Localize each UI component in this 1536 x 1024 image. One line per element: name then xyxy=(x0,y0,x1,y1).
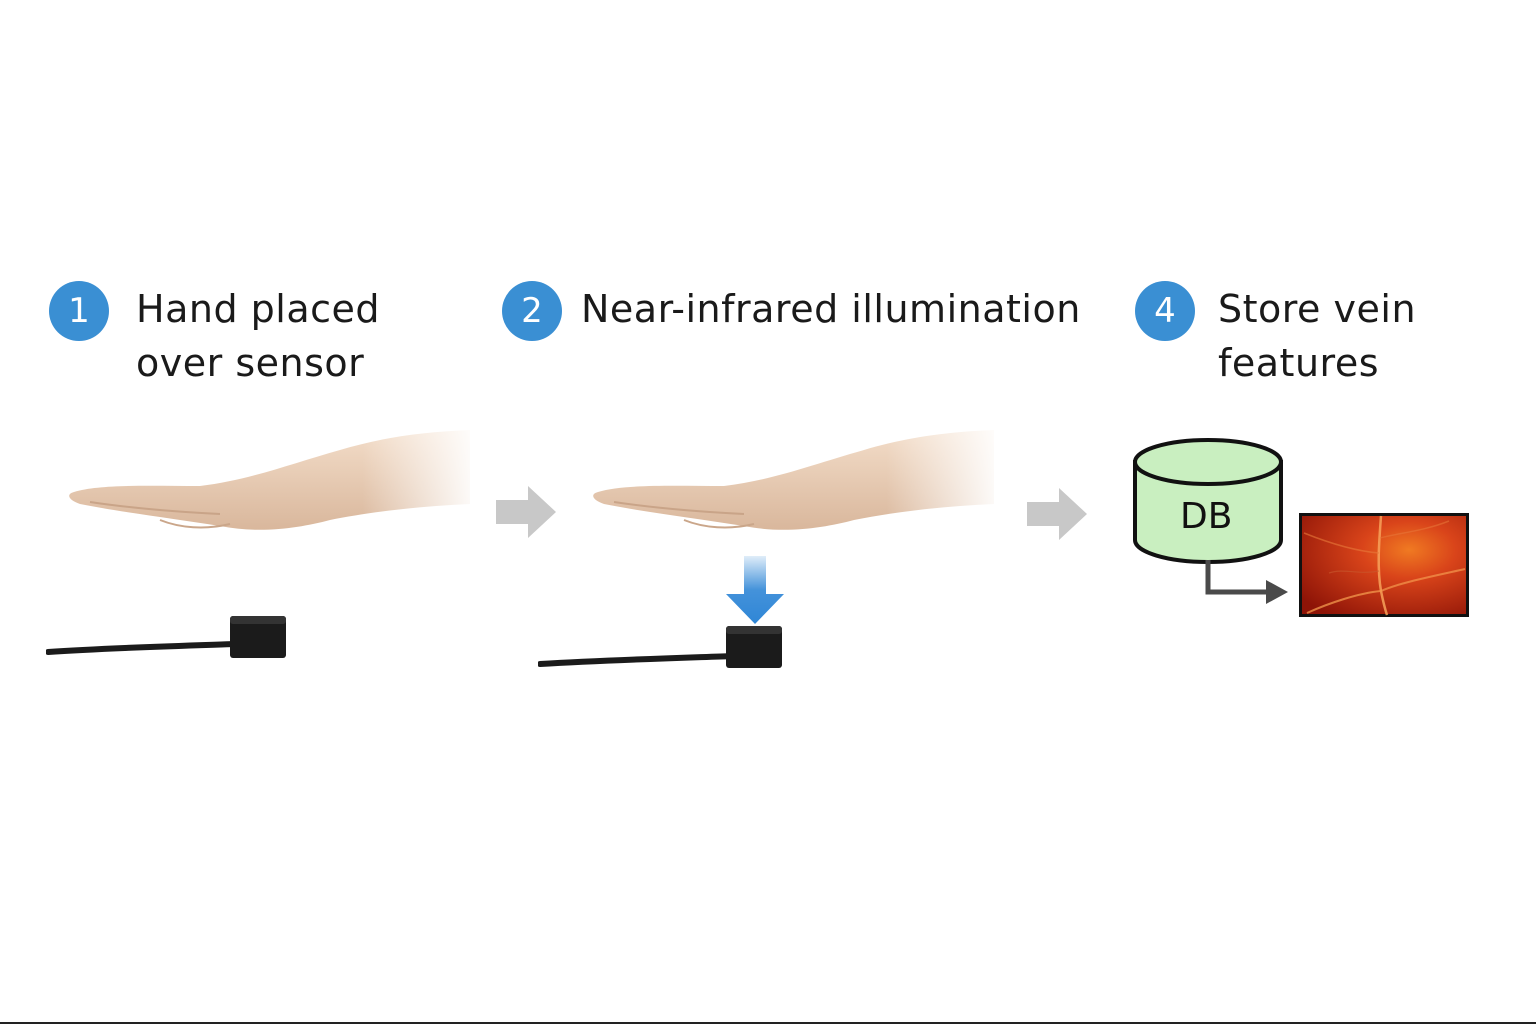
hand-illustration-1 xyxy=(60,420,480,550)
elbow-arrow-icon xyxy=(1205,560,1288,604)
right-arrow-icon xyxy=(1027,488,1087,540)
step-4-badge: 4 xyxy=(1135,281,1195,341)
step-1-label-line1: Hand placed xyxy=(136,287,381,331)
right-arrow-icon xyxy=(496,486,556,538)
hand-illustration-2 xyxy=(584,420,1004,550)
step-4-label-line1: Store vein xyxy=(1218,287,1417,331)
step-1-label-line2: over sensor xyxy=(136,341,365,385)
vein-pattern-image xyxy=(1299,513,1469,617)
step-2-label-line1: Near-infrared illumination xyxy=(581,287,1081,331)
database-cylinder-icon xyxy=(1133,438,1283,564)
step-2-badge: 2 xyxy=(502,281,562,341)
step-4-label-line2: features xyxy=(1218,341,1379,385)
sensor-device-2 xyxy=(538,626,782,668)
down-arrow-icon xyxy=(726,556,784,624)
step-4-label: Store vein features xyxy=(1218,282,1416,390)
step-2-label: Near-infrared illumination xyxy=(581,282,1081,336)
step-1-label: Hand placed over sensor xyxy=(136,282,380,390)
sensor-device-1 xyxy=(46,616,286,658)
step-1-badge: 1 xyxy=(49,281,109,341)
bottom-border xyxy=(0,1022,1536,1024)
database-label: DB xyxy=(1180,496,1233,537)
